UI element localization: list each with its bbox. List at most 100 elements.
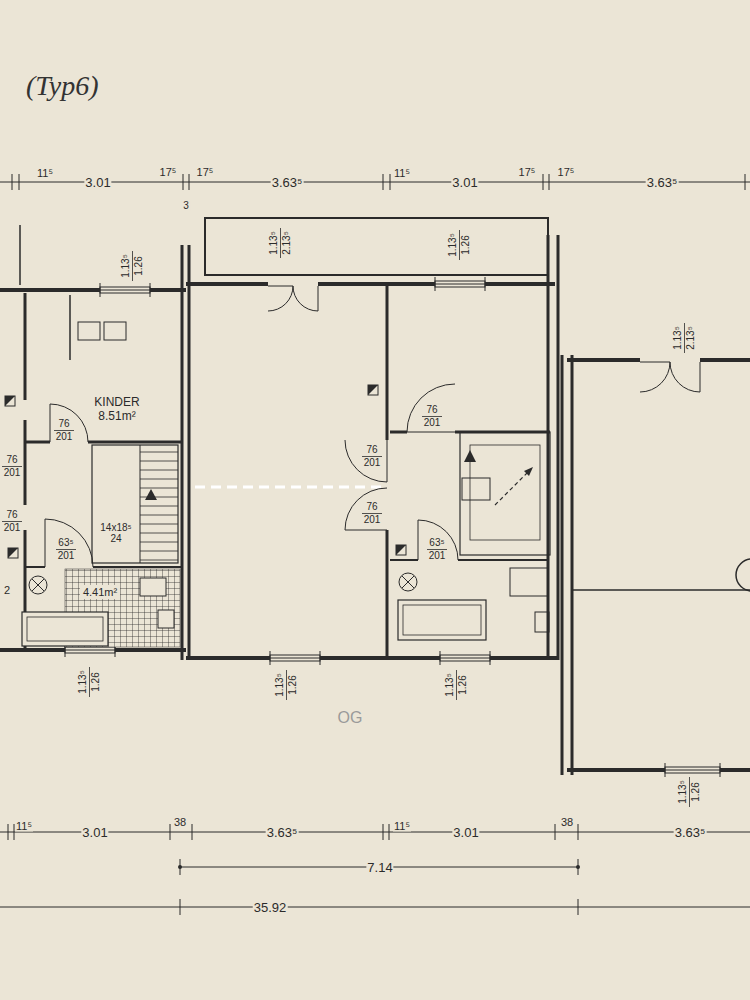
stair-arrow: [524, 467, 533, 476]
drain-symbol: [29, 576, 47, 594]
window-glass: [65, 650, 115, 651]
dimension-label: 7.14: [366, 861, 393, 874]
drain-cross: [402, 576, 414, 588]
window-glass: [100, 290, 150, 291]
stair-arrow: [464, 450, 476, 462]
window-jamb: [100, 283, 101, 297]
fraction-line: [2, 466, 22, 467]
door-swing: [670, 362, 700, 392]
dimension-tick: [183, 174, 184, 190]
bathtub: [22, 612, 108, 646]
fraction-line: [456, 670, 457, 700]
duct-fill: [368, 385, 378, 395]
dimension-line: [0, 182, 750, 183]
window-size-label: 1.26: [461, 234, 471, 255]
dimension-label: 35.92: [253, 901, 288, 914]
stair-tread: [140, 533, 178, 534]
drain-cross: [402, 576, 414, 588]
stair-tread: [140, 452, 178, 453]
stair-outline: [92, 445, 178, 563]
fraction-line: [132, 251, 133, 281]
stair-direction: [495, 470, 530, 505]
dimension-label: 38: [560, 817, 574, 828]
dimension-tick: [192, 824, 193, 840]
bathtub-inner: [403, 605, 481, 635]
stair-tread: [140, 551, 178, 552]
dimension-label: 11⁵: [36, 168, 54, 179]
wall-line: [561, 355, 564, 775]
dimension-label: 17⁵: [518, 167, 537, 178]
dimension-tick: [383, 824, 384, 840]
duct-fill: [8, 548, 18, 558]
stair-label-box: 14x18⁵24: [97, 521, 134, 546]
sink-symbol: [140, 578, 166, 596]
window-symbol: [665, 767, 720, 773]
door-size-label: 76: [5, 455, 18, 465]
dimension-tick: [549, 174, 550, 190]
window-size-label: 1.13⁵: [78, 669, 88, 695]
dimension-dot: [178, 865, 182, 869]
dimension-label: 17⁵: [159, 167, 178, 178]
fraction-line: [286, 670, 287, 700]
wall-line: [390, 559, 418, 561]
stair-arrow: [145, 489, 157, 500]
stair-tread: [140, 506, 178, 507]
dimension-label: 3.63⁵: [646, 176, 679, 189]
window-glass: [270, 658, 320, 659]
plan-type-title: (Typ6): [26, 70, 99, 102]
stair-tread: [140, 497, 178, 498]
toilet-symbol: [158, 610, 174, 628]
wall-line: [386, 284, 389, 440]
window-jamb: [720, 763, 721, 777]
window-jamb: [270, 651, 271, 665]
dimension-label: 11⁵: [393, 821, 411, 832]
dimension-label: 3.01: [451, 176, 478, 189]
duct-square: [5, 396, 15, 406]
door-size-label: 76: [425, 405, 438, 415]
window-symbol: [440, 655, 490, 661]
fraction-line: [54, 430, 74, 431]
dimension-tick: [8, 824, 9, 840]
bed-symbol: [104, 322, 126, 340]
window-glass: [665, 770, 720, 771]
door-size-label: 201: [423, 418, 442, 428]
room-text: 14x18⁵: [100, 522, 131, 534]
dimension-tick: [12, 174, 13, 190]
stair-stringer: [140, 445, 141, 563]
dimension-tick: [19, 174, 20, 190]
window-jamb: [320, 651, 321, 665]
stair-tread: [140, 524, 178, 525]
fraction-line: [89, 667, 90, 697]
wall-line: [390, 431, 407, 434]
dimension-tick: [578, 824, 579, 840]
dimension-label: 3.01: [452, 826, 479, 839]
door-swing: [345, 488, 387, 530]
dimension-tick: [390, 174, 391, 190]
room-label-box: KINDER8.51m²: [91, 395, 142, 425]
bathtub-inner: [27, 617, 103, 641]
wall-line: [181, 245, 184, 660]
window-symbol: [65, 647, 115, 653]
wall-line: [25, 441, 50, 444]
wall-line: [318, 282, 555, 286]
dimension-label: 3.01: [81, 826, 108, 839]
duct-fill: [5, 396, 15, 406]
duct-square: [8, 548, 18, 558]
stair-tread: [140, 542, 178, 543]
window-size-label: 1.13⁵: [121, 253, 131, 279]
wall-line: [572, 589, 750, 591]
fraction-line: [684, 323, 685, 353]
fraction-line: [422, 416, 442, 417]
bathtub: [398, 600, 486, 640]
drain-cross: [32, 579, 44, 591]
window-size-label: 1.26: [691, 781, 701, 802]
drain-cross: [32, 579, 44, 591]
dimension-tick: [189, 174, 190, 190]
door-size-label: 63⁵: [428, 538, 445, 548]
door-swing: [268, 286, 293, 311]
door-size-label: 76: [365, 502, 378, 512]
window-glass: [440, 658, 490, 659]
dimension-tick: [389, 824, 390, 840]
stair-tread: [140, 461, 178, 462]
